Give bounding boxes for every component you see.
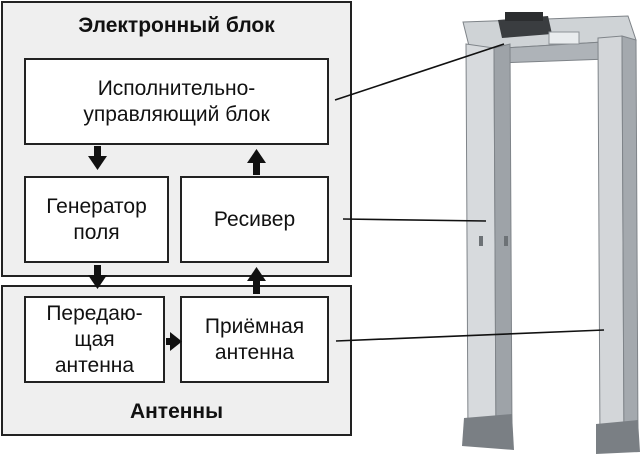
transmit-antenna-label: Передаю- щая антенна: [46, 301, 143, 377]
exec-control-label: Исполнительно- управляющий блок: [83, 76, 270, 126]
antennas-block-title: Антенны: [129, 400, 224, 423]
receive-antenna-label: Приёмная антенна: [204, 314, 305, 364]
electronic-block-title: Электронный блок: [78, 14, 275, 37]
receive-antenna-box: Приёмная антенна: [180, 296, 329, 383]
exec-control-box: Исполнительно- управляющий блок: [24, 58, 329, 145]
walkthrough-detector-icon: [462, 12, 640, 454]
field-generator-box: Генератор поля: [24, 176, 169, 263]
receiver-label: Ресивер: [213, 207, 296, 231]
pointer-lines: [334, 43, 605, 342]
transmit-antenna-box: Передаю- щая антенна: [24, 296, 165, 383]
field-generator-label: Генератор поля: [46, 194, 147, 244]
receiver-box: Ресивер: [180, 176, 329, 263]
